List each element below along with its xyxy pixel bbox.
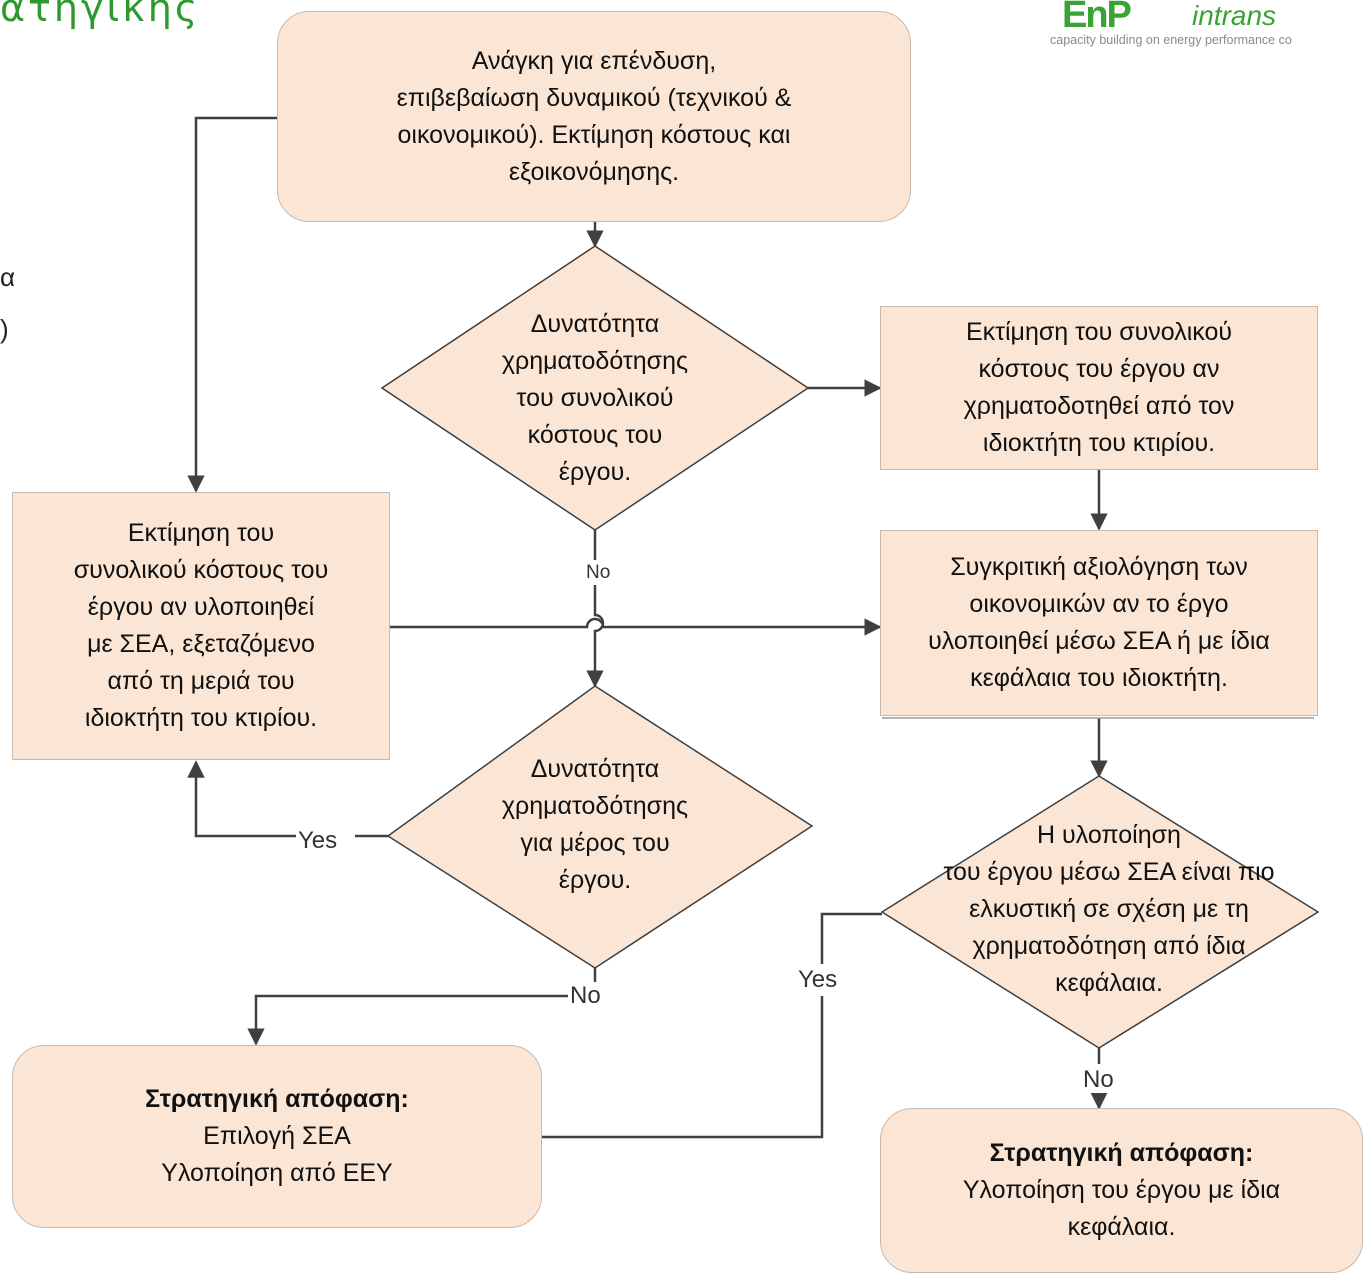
edge-label-no: No (584, 562, 613, 584)
decision-partial-shape (386, 685, 814, 969)
decision-full-text: Δυνατότητα χρηματοδότησης του συνολικού … (501, 310, 689, 486)
logo-word: intrans (1192, 0, 1277, 31)
logo-tagline: capacity building on energy performance … (1050, 33, 1292, 47)
left-edge-char: α (0, 262, 16, 292)
edge-label-no: No (568, 982, 603, 1009)
connector-esa-yes (542, 912, 882, 1139)
decision-full-shape (380, 245, 810, 531)
connector-start-to-estimate-esa (187, 116, 277, 493)
decision-partial-text: Δυνατότητα χρηματοδότησης για μέρος του … (501, 755, 689, 894)
strategy-esa-heading: Στρατηγική απόφαση: (145, 1085, 409, 1113)
connector-decision-full-no (595, 530, 603, 686)
strategy-esa-node: Στρατηγική απόφαση: Επιλογή ΣΕΑ Υλοποίησ… (12, 1045, 542, 1228)
strategy-own-lines: Υλοποίηση του έργου με ίδια κεφάλαια. (962, 1176, 1281, 1241)
page-title-fragment: ατηγικής (0, 0, 201, 30)
left-edge-char: ) (0, 314, 9, 344)
logo-mark: EnP (1062, 0, 1132, 36)
estimate-owner-node: Εκτίμηση του συνολικού κόστους του έργου… (880, 306, 1318, 470)
edge-label-no: No (1081, 1066, 1116, 1093)
strategy-esa-lines: Επιλογή ΣΕΑ Υλοποίηση από ΕΕΥ (161, 1122, 393, 1187)
logo: EnP intrans capacity building on energy … (1042, 0, 1363, 52)
decision-esa-shape (880, 775, 1320, 1049)
connector-partial-no (256, 968, 597, 1044)
strategy-own-node: Στρατηγική απόφαση: Υλοποίηση του έργου … (880, 1108, 1363, 1273)
connector-partial-yes (196, 762, 388, 838)
estimate-esa-node: Εκτίμηση του συνολικού κόστους του έργου… (12, 492, 390, 760)
edge-label-yes: Yes (796, 966, 840, 993)
start-node: Ανάγκη για επένδυση, επιβεβαίωση δυναμικ… (277, 11, 911, 222)
edge-label-yes: Yes (296, 827, 340, 854)
strategy-own-heading: Στρατηγική απόφαση: (989, 1139, 1254, 1167)
compare-node: Συγκριτική αξιολόγηση των οικονομικών αν… (880, 530, 1318, 716)
decision-esa-text: Η υλοποίηση του έργου μέσω ΣΕΑ είναι πιο… (943, 821, 1275, 997)
connector-esa-to-compare (390, 617, 882, 636)
